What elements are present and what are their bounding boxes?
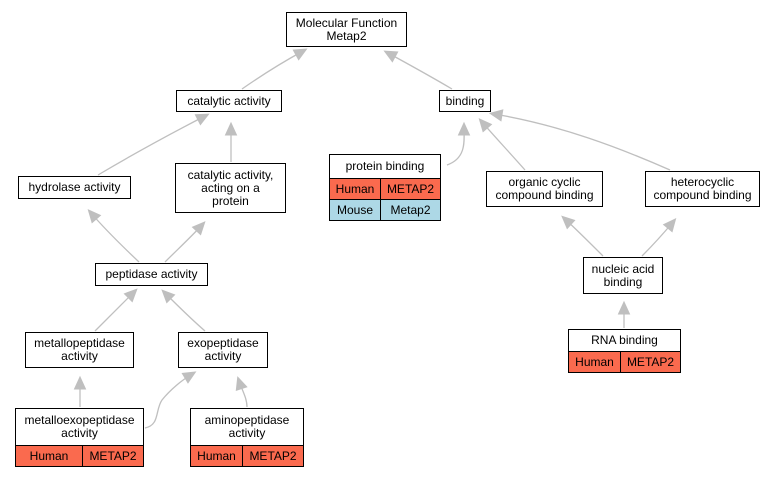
gene-cell: METAP2: [620, 352, 680, 372]
edge-metallopeptidase-to-peptidase: [94, 288, 138, 332]
gene-cell: METAP2: [242, 446, 303, 466]
node-catalytic-activity[interactable]: catalytic activity: [176, 90, 282, 112]
node-nucleic-acid-binding[interactable]: nucleic acid binding: [583, 257, 663, 294]
node-aminopeptidase-activity[interactable]: aminopeptidase activity Human METAP2: [190, 408, 304, 467]
edge-arrowhead: [161, 289, 176, 304]
node-label: protein binding: [345, 159, 425, 173]
edge-exopeptidase-to-peptidase: [161, 289, 206, 332]
edge-arrowhead: [194, 113, 210, 126]
edge-catalytic-to-mf: [241, 48, 308, 90]
edge-arrowhead: [561, 215, 576, 230]
node-rna-binding[interactable]: RNA binding Human METAP2: [568, 329, 681, 373]
annotation-row-human: Human METAP2: [569, 351, 680, 372]
gene-cell: Metap2: [380, 200, 440, 220]
node-label: Molecular Function Metap2: [295, 15, 398, 43]
edge-peptidase-to-hydrolase: [87, 209, 140, 263]
edge-rna_binding-to-nucleic_acid: [617, 300, 631, 329]
edge-arrowhead: [617, 300, 631, 315]
edge-organic_cyclic-to-binding: [478, 118, 526, 171]
edge-arrowhead: [457, 121, 471, 136]
annotation-row-mouse: Mouse Metap2: [330, 199, 440, 220]
node-label: hydrolase activity: [28, 180, 121, 194]
edge-arrowhead: [87, 209, 102, 224]
edge-arrowhead: [73, 375, 87, 390]
edge-arrowhead: [123, 288, 138, 303]
node-label: heterocyclic compound binding: [653, 175, 752, 202]
edge-line: [90, 212, 140, 263]
node-protein-binding[interactable]: protein binding Human METAP2 Mouse Metap…: [329, 154, 441, 221]
node-catalytic-activity-acting-on-a-protein[interactable]: catalytic activity, acting on a protein: [175, 163, 286, 213]
edge-protein_binding-to-binding: [446, 121, 471, 166]
edge-nucleic_acid-to-heterocyclic: [641, 218, 677, 257]
edge-arrowhead: [191, 221, 206, 236]
edge-arrowhead: [181, 371, 197, 384]
node-label: aminopeptidase activity: [204, 413, 290, 440]
edge-hydrolase-to-catalytic: [97, 113, 210, 176]
edge-heterocyclic-to-binding: [488, 109, 671, 171]
edge-line: [481, 121, 526, 171]
node-organic-cyclic-compound-binding[interactable]: organic cyclic compound binding: [486, 171, 603, 207]
edge-arrowhead: [292, 48, 308, 61]
species-cell: Human: [16, 446, 82, 466]
species-cell: Human: [191, 446, 242, 466]
edge-catalytic_protein-to-catalytic: [224, 121, 238, 162]
edge-line: [241, 50, 304, 90]
edge-peptidase-to-catalytic_protein: [164, 221, 206, 263]
species-cell: Mouse: [330, 200, 380, 220]
node-peptidase-activity[interactable]: peptidase activity: [95, 263, 208, 286]
node-metalloexopeptidase-activity[interactable]: metalloexopeptidase activity Human METAP…: [15, 408, 144, 467]
edge-aminopeptidase-to-exopeptidase: [235, 376, 248, 408]
edge-binding-to-mf: [383, 50, 453, 90]
edge-line: [144, 373, 193, 429]
edge-arrowhead: [224, 121, 238, 136]
annotation-row-human: Human METAP2: [16, 445, 143, 466]
node-metallopeptidase-activity[interactable]: metallopeptidase activity: [25, 332, 134, 368]
node-label: catalytic activity, acting on a protein: [187, 167, 274, 208]
gene-cell: METAP2: [380, 179, 440, 199]
species-cell: Human: [569, 352, 620, 372]
annotation-row-human: Human METAP2: [330, 178, 440, 199]
node-label: RNA binding: [591, 333, 658, 347]
node-label: metallopeptidase activity: [34, 336, 125, 363]
node-label: catalytic activity: [187, 93, 271, 108]
edge-arrowhead: [478, 118, 493, 133]
edge-nucleic_acid-to-organic_cyclic: [561, 215, 604, 257]
edge-arrowhead: [662, 218, 677, 233]
edge-line: [97, 115, 206, 176]
edge-arrowhead: [383, 50, 399, 63]
node-label: binding: [445, 93, 485, 108]
edge-arrowhead: [488, 109, 504, 122]
node-heterocyclic-compound-binding[interactable]: heterocyclic compound binding: [645, 171, 760, 207]
edge-line: [387, 52, 453, 90]
node-label: organic cyclic compound binding: [495, 175, 594, 202]
node-exopeptidase-activity[interactable]: exopeptidase activity: [178, 332, 268, 368]
node-label: peptidase activity: [105, 267, 198, 281]
node-binding[interactable]: binding: [439, 90, 491, 112]
edge-metalloexopeptidase-to-metallopeptidase: [73, 375, 87, 408]
gene-cell: METAP2: [82, 446, 143, 466]
node-molecular-function[interactable]: Molecular Function Metap2: [286, 12, 407, 47]
species-cell: Human: [330, 179, 380, 199]
node-label: exopeptidase activity: [187, 336, 259, 363]
edge-line: [493, 113, 671, 171]
edge-metalloexopeptidase-to-exopeptidase: [144, 371, 197, 429]
node-label: metalloexopeptidase activity: [24, 413, 135, 440]
annotation-row-human: Human METAP2: [191, 445, 303, 466]
node-label: nucleic acid binding: [591, 261, 655, 289]
node-hydrolase-activity[interactable]: hydrolase activity: [18, 176, 131, 199]
edge-arrowhead: [235, 376, 248, 392]
